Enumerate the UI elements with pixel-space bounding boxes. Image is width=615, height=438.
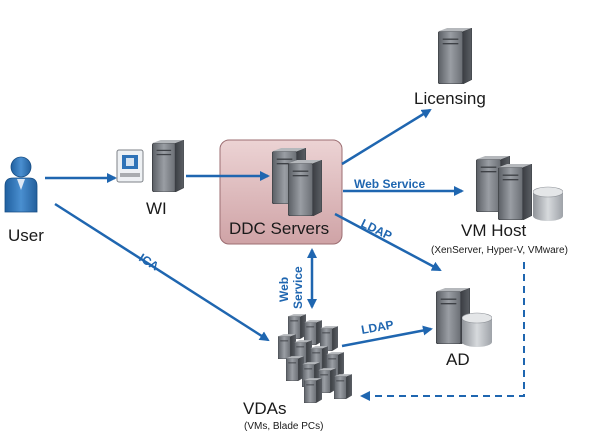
node-label-wi: WI	[146, 199, 167, 218]
edge-label-web-service: Web Service	[354, 177, 425, 191]
edge-label-web: Web	[277, 277, 291, 302]
edge-vmhost-to-vdas-dashed	[360, 262, 525, 401]
licensing-server-icon	[438, 28, 472, 84]
node-label-ad: AD	[446, 350, 470, 369]
node-label-ddc: DDC Servers	[229, 219, 329, 238]
node-label-user: User	[8, 226, 44, 245]
node-label-vdas: VDAs	[243, 399, 286, 418]
node-label-vmhost: VM Host	[461, 221, 526, 240]
wi-server-icon	[116, 140, 184, 192]
vmhost-server-storage-icon	[476, 156, 563, 222]
edge-label-ldap-vdas-ad: LDAP	[360, 317, 395, 336]
edge-label-ldap-ddc-ad: LDAP	[359, 216, 395, 243]
edge-vdas-to-ad	[341, 325, 433, 348]
edge-label-service: Service	[291, 266, 305, 309]
vdas-server-cluster-icon	[278, 314, 352, 403]
node-label-licensing: Licensing	[414, 89, 486, 108]
edge-ddc-to-licensing	[341, 108, 432, 166]
ad-server-storage-icon	[436, 288, 492, 348]
node-sublabel-vdas: (VMs, Blade PCs)	[244, 421, 323, 432]
node-sublabel-vmhost: (XenServer, Hyper-V, VMware)	[431, 245, 568, 256]
edge-user-to-vdas	[54, 202, 270, 342]
edge-ddc-to-ad	[334, 212, 442, 272]
user-icon	[4, 156, 38, 213]
